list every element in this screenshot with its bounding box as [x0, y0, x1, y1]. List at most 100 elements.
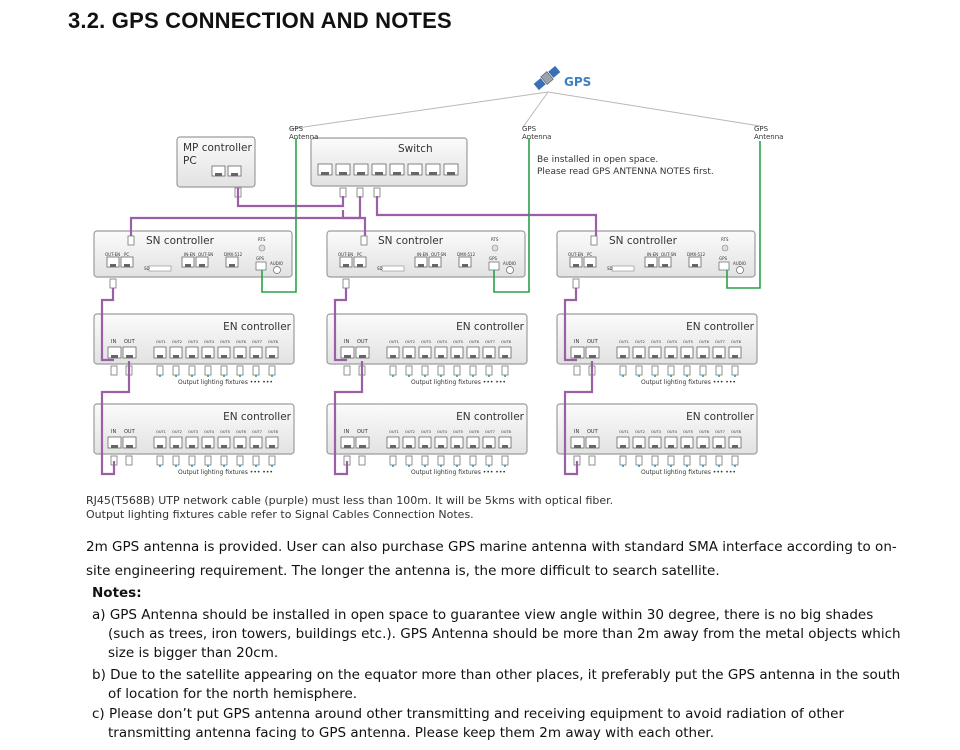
- en-port-label: OUT1: [389, 340, 399, 344]
- rj45-port-latch: [126, 445, 133, 448]
- en-port-label: OUT4: [437, 430, 448, 434]
- output-fixtures-label: Output lighting fixtures ••• •••: [411, 379, 506, 386]
- en-port-label: OUT8: [501, 340, 512, 344]
- sn-port-label: PC: [587, 252, 592, 257]
- rj45-port-latch: [406, 355, 412, 358]
- en-port-label: OUT3: [188, 340, 198, 344]
- cable-plug: [188, 365, 196, 376]
- cable-plug: [389, 455, 397, 466]
- en-port-label: OUT4: [204, 430, 215, 434]
- port-in-label: IN: [111, 429, 116, 435]
- cable-plug: [360, 235, 368, 246]
- en-port-label: OUT3: [421, 340, 431, 344]
- gps-port: [255, 261, 267, 271]
- en-port-label: OUT2: [405, 340, 415, 344]
- sn-port-label: SD: [144, 266, 150, 271]
- cable-plug: [405, 365, 413, 376]
- port-out-label: OUT: [587, 339, 599, 345]
- rj45-port-latch: [357, 172, 365, 175]
- en-port-label: OUT7: [485, 430, 495, 434]
- gps-signal-line: [522, 91, 549, 128]
- cable-plug: [268, 455, 276, 466]
- rj45-port-latch: [589, 445, 596, 448]
- rj45-port-latch: [422, 355, 428, 358]
- note-a: a) GPS Antenna should be installed in op…: [92, 607, 901, 661]
- cable-line: [563, 288, 578, 362]
- rj45-port-latch: [237, 445, 243, 448]
- rj45-port-latch: [454, 355, 460, 358]
- en-port-label: OUT5: [683, 430, 693, 434]
- en-port-label: OUT6: [699, 340, 710, 344]
- en-port-label: OUT7: [485, 340, 495, 344]
- rj45-port-latch: [111, 355, 118, 358]
- rj45-port-latch: [438, 355, 444, 358]
- rj45-port-latch: [110, 264, 116, 267]
- rj45-port-latch: [716, 355, 722, 358]
- rj45-port-latch: [589, 355, 596, 358]
- sn-port-label: IN-EN: [647, 252, 658, 257]
- rj45-port-latch: [359, 355, 366, 358]
- sn-controller-label-3: SN controller: [609, 235, 678, 247]
- rj45-port-latch: [126, 355, 133, 358]
- port-out-label: OUT: [124, 429, 136, 435]
- cable-plug: [125, 455, 133, 466]
- rj45-port-latch: [375, 172, 383, 175]
- sn-port-label: RTS: [258, 237, 266, 242]
- cable-plug: [220, 365, 228, 376]
- en-controller-label: EN controller: [456, 411, 525, 423]
- en-port-label: OUT2: [172, 340, 182, 344]
- en-controller-label: EN controller: [456, 321, 525, 333]
- port-out-label: OUT: [357, 339, 369, 345]
- gps-label: GPS: [564, 75, 591, 89]
- sn-port-label: AUDIO: [503, 261, 516, 266]
- audio-port: [736, 266, 744, 274]
- cable-plug: [236, 455, 244, 466]
- rj45-port-latch: [636, 355, 642, 358]
- cable-plug: [485, 365, 493, 376]
- en-port-label: OUT4: [667, 430, 678, 434]
- cable-plug: [268, 365, 276, 376]
- sn-port-label: OUT-SN: [661, 252, 676, 257]
- rj45-port-latch: [393, 172, 401, 175]
- sn-port-label: OUT-EN: [105, 252, 120, 257]
- rj45-port-latch: [716, 445, 722, 448]
- cable-plug: [485, 455, 493, 466]
- en-port-label: OUT3: [188, 430, 198, 434]
- cable-plug: [469, 365, 477, 376]
- cable-line: [261, 138, 297, 293]
- sn-port-label: AUDIO: [270, 261, 283, 266]
- port-in-label: IN: [574, 429, 579, 435]
- output-fixtures-label: Output lighting fixtures ••• •••: [178, 379, 273, 386]
- rj45-port-latch: [339, 172, 347, 175]
- en-controller-label: EN controller: [686, 411, 755, 423]
- cable-line: [129, 196, 362, 236]
- en-port-label: OUT7: [715, 340, 725, 344]
- cable-plug: [389, 365, 397, 376]
- cable-plug: [342, 278, 350, 289]
- cable-plug: [405, 455, 413, 466]
- sn-port-label: GPS: [489, 256, 498, 261]
- cable-plug: [339, 187, 347, 198]
- sn-port-label: OUT-EN: [338, 252, 353, 257]
- sn-port-label: RTS: [491, 237, 499, 242]
- sn-port-label: PC: [357, 252, 362, 257]
- sn-port-label: SD: [377, 266, 383, 271]
- en-port-label: OUT1: [156, 340, 166, 344]
- rj45-port-latch: [502, 445, 508, 448]
- cable-line: [333, 361, 364, 476]
- cable-plug: [204, 455, 212, 466]
- rj45-port-latch: [700, 355, 706, 358]
- rj45-port-latch: [486, 445, 492, 448]
- cable-plug: [204, 365, 212, 376]
- en-port-label: OUT6: [236, 430, 247, 434]
- en-port-label: OUT7: [252, 430, 262, 434]
- audio-port: [273, 266, 281, 274]
- cable-plug: [651, 365, 659, 376]
- rj45-port-latch: [422, 445, 428, 448]
- en-port-label: OUT2: [405, 430, 415, 434]
- cable-plug: [635, 365, 643, 376]
- rj45-port-latch: [390, 355, 396, 358]
- en-port-label: OUT5: [683, 340, 693, 344]
